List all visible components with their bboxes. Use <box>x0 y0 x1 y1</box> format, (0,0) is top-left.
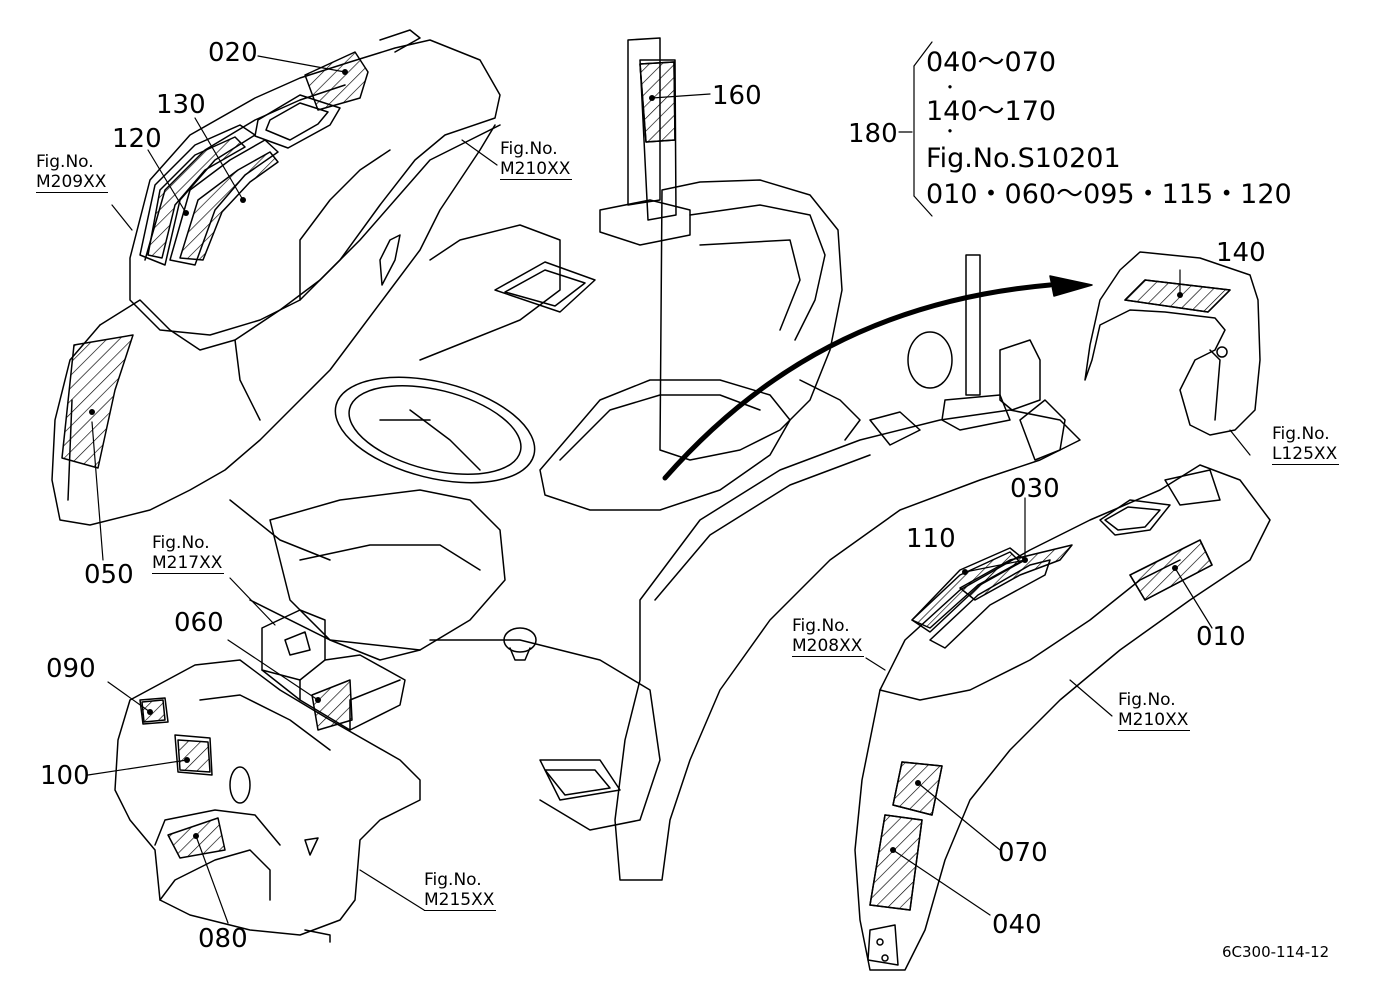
note-180-line1: 040～070 <box>926 47 1057 78</box>
fig-ref-m208-code: M208XX <box>792 636 865 657</box>
fig-ref-leaders <box>111 139 1251 911</box>
callout-030: 030 <box>1010 474 1060 504</box>
fig-ref-m210-top: Fig.No. M210XX <box>500 139 573 180</box>
leader-dots <box>89 69 1183 853</box>
fig-ref-m209: Fig.No. M209XX <box>36 152 109 193</box>
fig-ref-m217-code: M217XX <box>152 553 225 574</box>
fig-ref-m210-top-code: M210XX <box>500 159 573 180</box>
note-180-separator-1: ・ <box>942 78 959 97</box>
callout-060: 060 <box>174 608 224 638</box>
document-id: 6C300-114-12 <box>1222 943 1330 961</box>
fender-end-part <box>1084 251 1261 436</box>
callout-160: 160 <box>712 81 762 111</box>
fig-ref-m209-label: Fig.No. <box>36 152 94 172</box>
callout-020: 020 <box>208 38 258 68</box>
fig-ref-l125-label: Fig.No. <box>1272 424 1330 444</box>
leader-lines <box>87 41 1213 924</box>
fig-ref-l125: Fig.No. L125XX <box>1272 424 1340 465</box>
callout-070: 070 <box>998 838 1048 868</box>
lower-left-panel <box>114 659 421 943</box>
note-180-line2: 140～170 <box>926 96 1057 127</box>
fig-ref-m215: Fig.No. M215XX <box>424 870 497 911</box>
note-180-separator-2: ・ <box>942 122 959 141</box>
callout-050: 050 <box>84 560 134 590</box>
fig-ref-m210-top-label: Fig.No. <box>500 139 558 159</box>
fig-ref-m217-label: Fig.No. <box>152 533 210 553</box>
callout-080: 080 <box>198 924 248 954</box>
fig-ref-m210-right-code: M210XX <box>1118 710 1191 731</box>
callout-040: 040 <box>992 910 1042 940</box>
fig-ref-m215-label: Fig.No. <box>424 870 482 890</box>
callout-120: 120 <box>112 124 162 154</box>
fig-ref-m217: Fig.No. M217XX <box>152 533 225 574</box>
tractor-body <box>229 37 1081 881</box>
fig-ref-m208-label: Fig.No. <box>792 616 850 636</box>
left-fender <box>51 29 501 526</box>
fig-ref-m208: Fig.No. M208XX <box>792 616 865 657</box>
note-180-line4: 010・060～095・115・120 <box>926 179 1292 210</box>
callout-110: 110 <box>906 524 956 554</box>
note-180-line3: Fig.No.S10201 <box>926 143 1121 174</box>
callout-130: 130 <box>156 90 206 120</box>
fig-ref-l125-code: L125XX <box>1272 444 1340 465</box>
callout-180: 180 <box>848 119 898 149</box>
callout-140: 140 <box>1216 238 1266 268</box>
fig-ref-m210-right: Fig.No. M210XX <box>1118 690 1191 731</box>
right-fender <box>854 464 1271 971</box>
fig-ref-m215-code: M215XX <box>424 890 497 911</box>
fig-ref-m210-right-label: Fig.No. <box>1118 690 1176 710</box>
callout-010: 010 <box>1196 622 1246 652</box>
fig-ref-m209-code: M209XX <box>36 172 109 193</box>
callout-090: 090 <box>46 654 96 684</box>
callout-100: 100 <box>40 761 90 791</box>
